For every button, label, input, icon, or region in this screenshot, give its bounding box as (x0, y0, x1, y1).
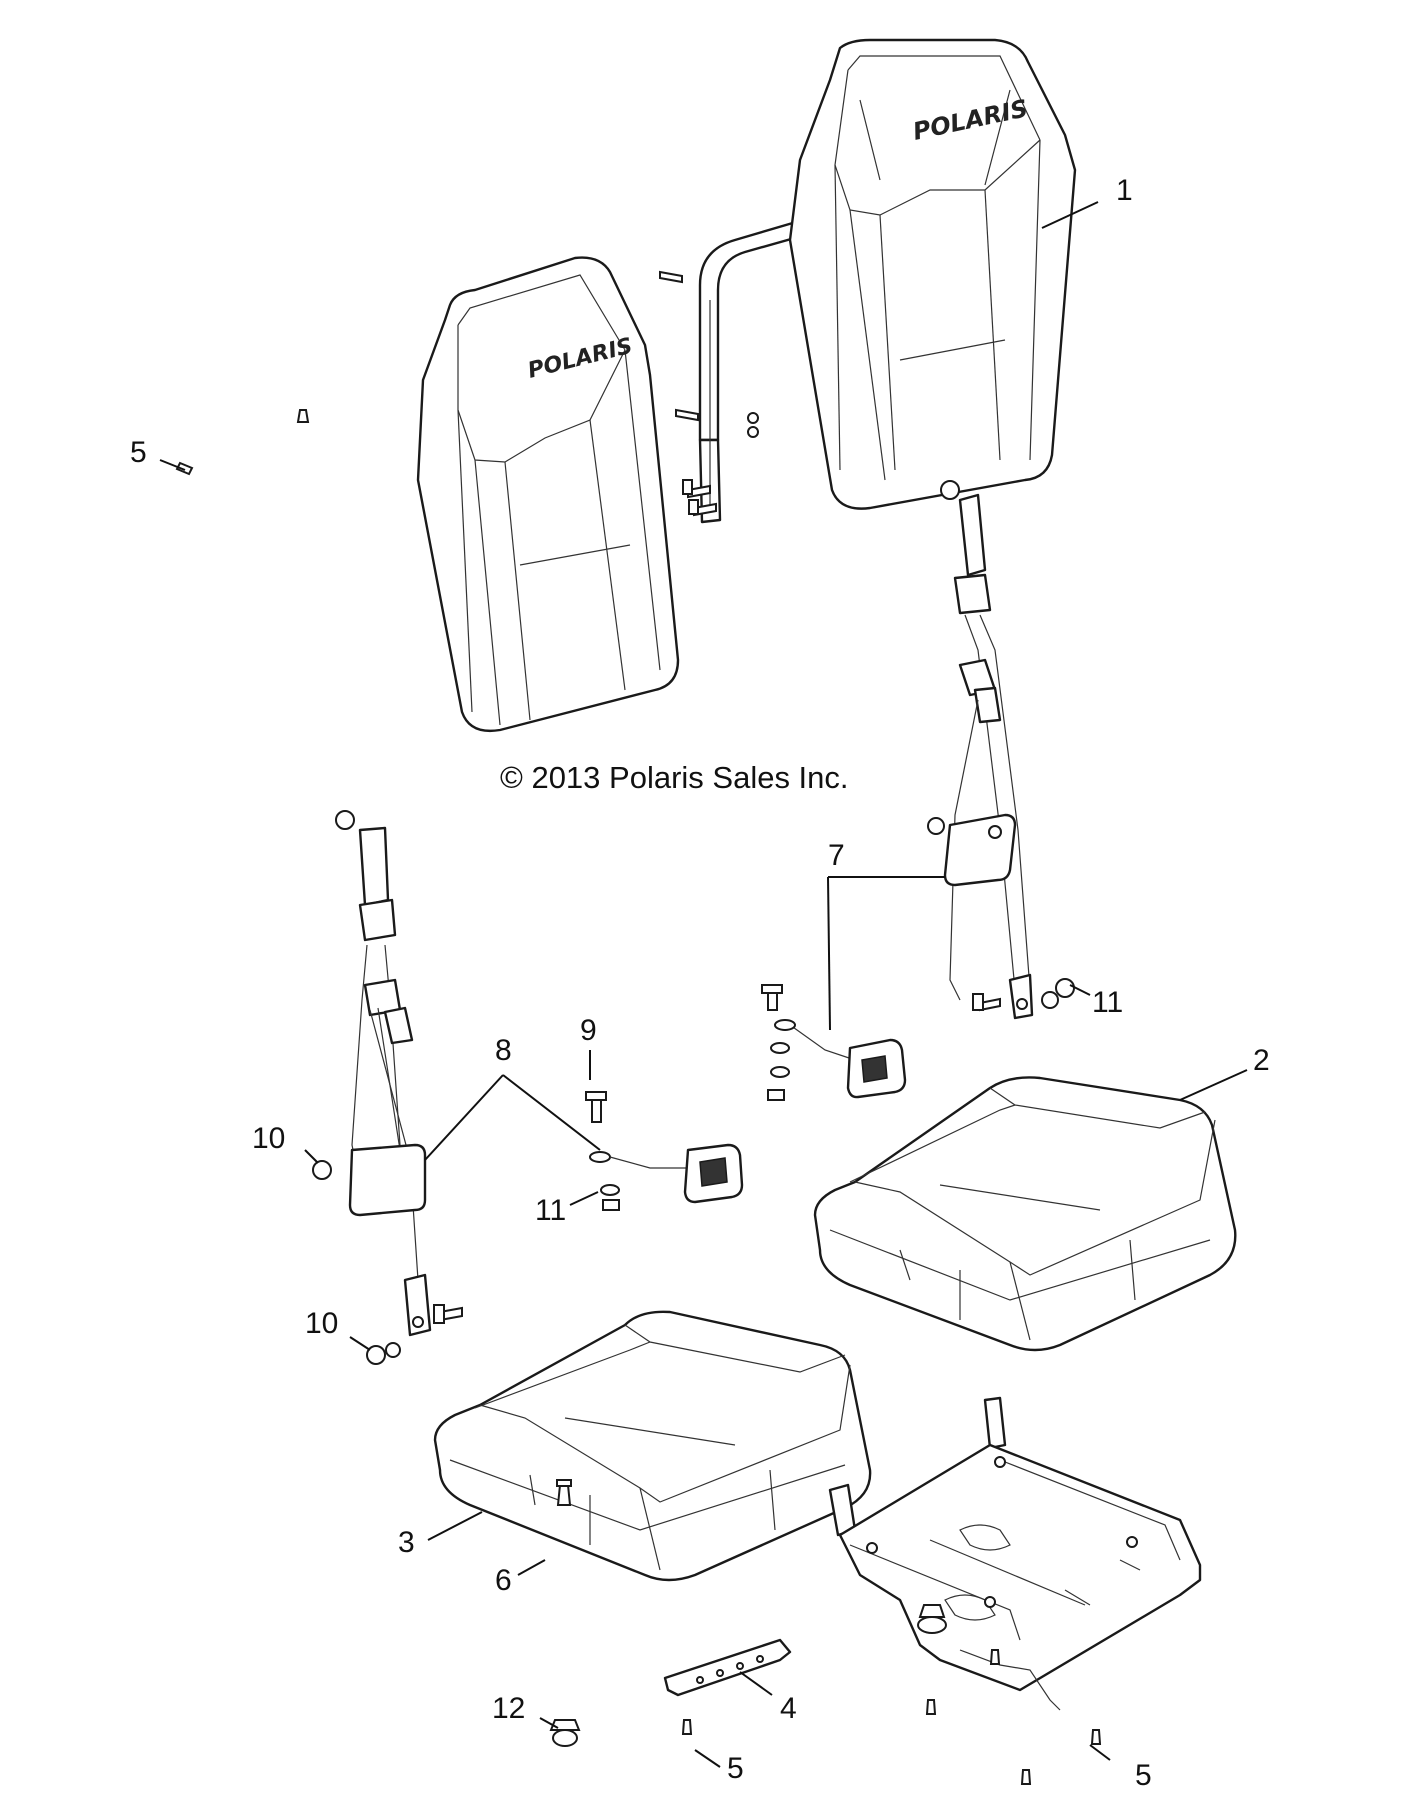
callout-2: 2 (1253, 1044, 1270, 1077)
callout-5-bottom-center: 5 (727, 1752, 744, 1785)
callout-10-upper: 10 (252, 1122, 285, 1155)
copyright-notice: © 2013 Polaris Sales Inc. (500, 760, 849, 795)
fastener-hardware (549, 1479, 1102, 1785)
seat-belt-right (927, 480, 1075, 1020)
callout-3: 3 (398, 1526, 415, 1559)
callout-10-lower: 10 (305, 1307, 338, 1340)
seat-cushion-left (433, 1310, 872, 1582)
seat-back-right: POLARIS (788, 38, 1077, 510)
callout-5-upper: 5 (130, 436, 147, 469)
seat-back-left: POLARIS (416, 256, 680, 733)
callout-labels: 1 2 3 4 5 5 5 6 7 8 9 10 10 11 11 12 (130, 174, 1270, 1792)
seat-base-frame (828, 1396, 1202, 1711)
buckle-8 (585, 1091, 744, 1211)
callout-4: 4 (780, 1692, 797, 1725)
callout-12: 12 (492, 1692, 525, 1725)
callout-11-right: 11 (1092, 986, 1123, 1019)
seat-cushion-right (813, 1076, 1237, 1352)
leader-lines (159, 201, 1248, 1768)
buckle-7 (761, 984, 907, 1101)
mount-bolt (659, 270, 717, 517)
callout-6: 6 (495, 1564, 512, 1597)
seat-belt-left (312, 810, 463, 1365)
callout-7: 7 (828, 839, 845, 872)
callout-1: 1 (1116, 174, 1133, 207)
bracket-4 (663, 1638, 792, 1697)
callout-11-left: 11 (535, 1194, 566, 1227)
screw-5-upper (175, 409, 310, 476)
callout-8: 8 (495, 1034, 512, 1067)
callout-5-bottom-right: 5 (1135, 1759, 1152, 1792)
callout-9: 9 (580, 1014, 597, 1047)
